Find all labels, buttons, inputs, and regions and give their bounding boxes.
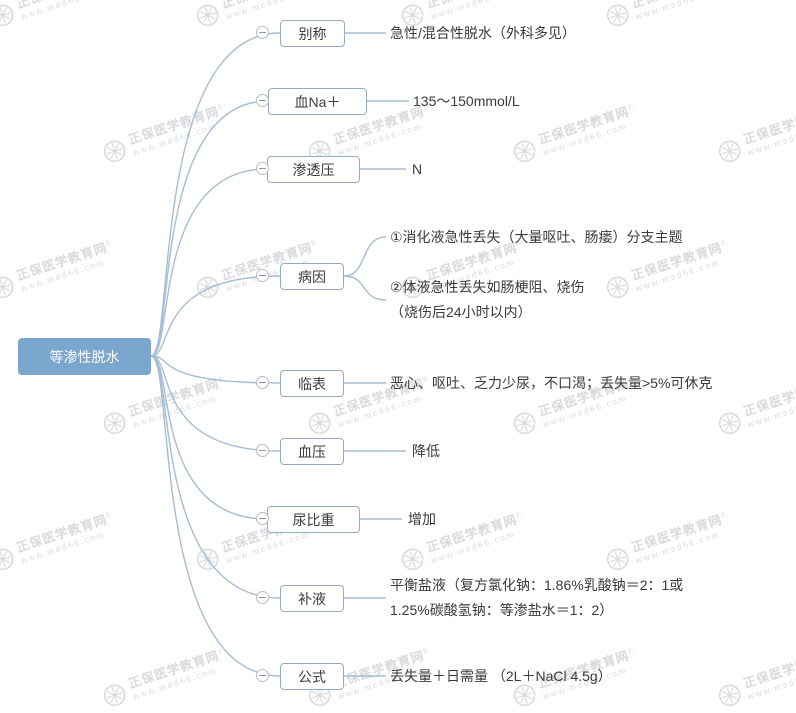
leaf-clinical-text[interactable]: 恶心、呕吐、乏力少尿，不口渴；丢失量>5%可休克 — [390, 375, 713, 391]
branch-node-urine-gravity[interactable]: 尿比重 — [267, 506, 360, 533]
root-node[interactable]: 等渗性脱水 — [18, 338, 151, 375]
branch-node-fluid[interactable]: 补液 — [280, 585, 344, 612]
collapse-toggle-alias[interactable] — [256, 26, 269, 39]
branch-node-alias[interactable]: 别称 — [280, 20, 345, 47]
leaf-alias-value[interactable]: 急性/混合性脱水（外科多见） — [390, 25, 576, 41]
branch-node-blood-pressure[interactable]: 血压 — [280, 438, 344, 465]
leaf-usg-value[interactable]: 增加 — [408, 511, 436, 527]
branch-node-etiology[interactable]: 病因 — [280, 263, 344, 290]
leaf-serum-sodium-range[interactable]: 135～150mmol/L — [413, 93, 520, 109]
collapse-toggle-etiology[interactable] — [256, 269, 269, 282]
collapse-toggle-osmotic-pressure[interactable] — [256, 162, 269, 175]
leaf-fluid-plan[interactable]: 平衡盐液（复方氯化钠：1.86%乳酸钠＝2：1或 1.25%碳酸氢钠：等渗盐水＝… — [390, 577, 684, 618]
branch-node-osmotic-pressure[interactable]: 渗透压 — [267, 156, 360, 183]
collapse-toggle-urine-gravity[interactable] — [256, 512, 269, 525]
leaf-etiology-1[interactable]: ①消化液急性丢失（大量呕吐、肠瘘）分支主题 — [390, 229, 683, 245]
collapse-toggle-clinical[interactable] — [256, 376, 269, 389]
leaf-formula-text[interactable]: 丢失量＋日需量 （2L＋NaCl 4.5g） — [390, 668, 612, 684]
collapse-toggle-blood-pressure[interactable] — [256, 444, 269, 457]
collapse-toggle-serum-sodium[interactable] — [256, 94, 269, 107]
branch-node-serum-sodium[interactable]: 血Na＋ — [268, 88, 367, 115]
collapse-toggle-fluid[interactable] — [256, 591, 269, 604]
leaf-etiology-2[interactable]: ②体液急性丢失如肠梗阻、烧伤 （烧伤后24小时以内） — [390, 279, 585, 320]
leaf-osmotic-value[interactable]: N — [412, 161, 423, 177]
collapse-toggle-formula[interactable] — [256, 669, 269, 682]
leaf-bp-value[interactable]: 降低 — [412, 443, 440, 459]
branch-node-clinical[interactable]: 临表 — [280, 370, 344, 397]
branch-node-formula[interactable]: 公式 — [280, 663, 344, 690]
